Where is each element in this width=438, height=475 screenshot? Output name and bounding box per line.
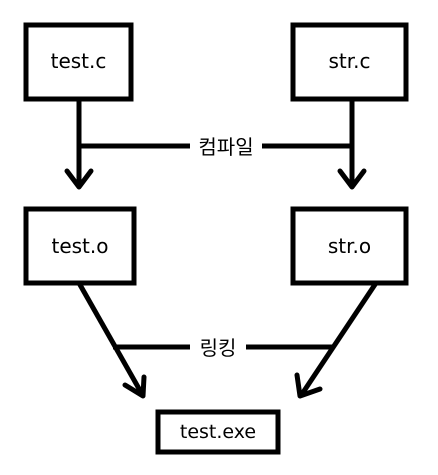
node-test-c-label: test.c	[51, 49, 107, 73]
node-str-o: str.o	[290, 206, 409, 286]
link-connectors	[76, 281, 379, 399]
node-str-c: str.c	[290, 22, 409, 102]
node-test-exe: test.exe	[155, 409, 281, 455]
node-test-c: test.c	[23, 22, 134, 102]
node-test-o-label: test.o	[51, 234, 108, 258]
link-label: 링킹	[200, 336, 237, 360]
node-str-c-label: str.c	[328, 49, 370, 73]
node-test-o: test.o	[23, 206, 137, 286]
compile-label: 컴파일	[198, 135, 253, 159]
compile-connectors	[64, 99, 367, 190]
node-test-exe-label: test.exe	[180, 421, 256, 443]
node-str-o-label: str.o	[328, 234, 371, 258]
